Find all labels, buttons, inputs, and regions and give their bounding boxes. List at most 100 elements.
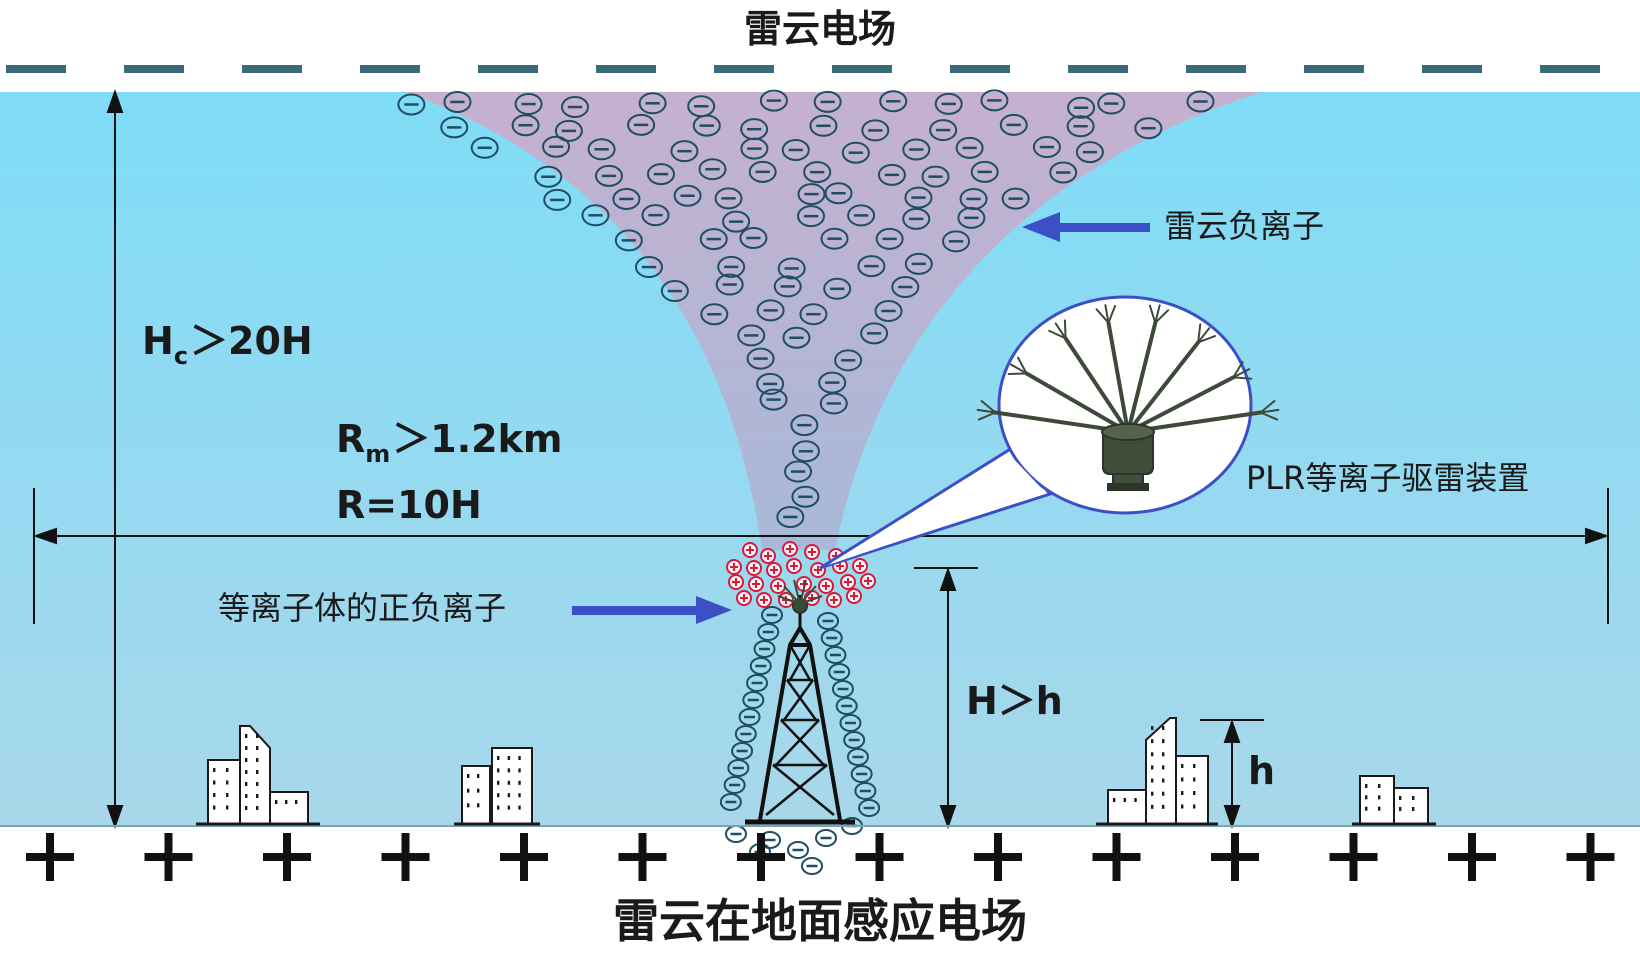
building-height-arrow bbox=[1200, 718, 1264, 830]
dash-segment bbox=[124, 65, 184, 73]
negative-ion bbox=[722, 210, 751, 233]
negative-ion bbox=[874, 299, 903, 322]
negative-ion bbox=[614, 229, 643, 252]
positive-charge-symbol bbox=[381, 833, 430, 881]
building-height-label: h bbox=[1248, 749, 1276, 793]
negative-ion bbox=[791, 440, 820, 463]
negative-ion bbox=[692, 114, 721, 137]
negative-ion bbox=[773, 275, 802, 298]
dash-segment bbox=[950, 65, 1010, 73]
negative-ion bbox=[921, 165, 950, 188]
building-icon bbox=[1359, 775, 1395, 825]
negative-ion bbox=[634, 256, 663, 279]
dash-segment bbox=[832, 65, 892, 73]
positive-charge-symbol bbox=[500, 833, 548, 881]
dash-segment bbox=[1304, 65, 1364, 73]
dash-segment bbox=[1540, 65, 1600, 73]
negative-ion bbox=[828, 663, 851, 681]
cloud-field-title: 雷云电场 bbox=[743, 7, 896, 51]
negative-ion bbox=[746, 674, 769, 692]
negative-ion bbox=[799, 303, 828, 326]
plr-device-icon bbox=[976, 304, 1280, 491]
negative-ion bbox=[698, 158, 727, 181]
negative-ion bbox=[440, 116, 469, 139]
negative-ion bbox=[560, 96, 589, 119]
negative-ion bbox=[823, 277, 852, 300]
negative-ion bbox=[813, 90, 842, 113]
negative-ion bbox=[902, 207, 931, 230]
positive-charge-symbol bbox=[1092, 833, 1141, 881]
negative-ion bbox=[646, 163, 675, 186]
negative-ion bbox=[860, 322, 889, 345]
hc-arrow bbox=[106, 88, 124, 830]
negative-ion bbox=[820, 227, 849, 250]
negative-ion bbox=[839, 714, 862, 732]
positive-ion bbox=[804, 544, 820, 560]
positive-ion bbox=[746, 560, 762, 576]
negative-ion bbox=[511, 114, 540, 137]
negative-ion bbox=[739, 227, 768, 250]
negative-ion bbox=[612, 187, 641, 210]
negative-ion bbox=[801, 857, 823, 875]
hc-sub: c bbox=[173, 342, 189, 370]
negative-ion bbox=[638, 92, 667, 115]
positive-charge-symbol bbox=[1329, 833, 1378, 881]
negative-ion bbox=[858, 799, 881, 817]
positive-charge-symbol bbox=[737, 833, 785, 881]
dash-segment bbox=[1186, 65, 1246, 73]
negative-ion bbox=[756, 299, 785, 322]
negative-ion bbox=[715, 273, 744, 296]
negative-ion bbox=[1049, 161, 1078, 184]
negative-ion bbox=[660, 280, 689, 303]
building-icon bbox=[1393, 787, 1429, 825]
hc-label: Hc＞20H bbox=[142, 322, 313, 368]
negative-ion bbox=[846, 748, 869, 766]
positive-ion bbox=[778, 592, 794, 608]
negative-ion bbox=[831, 680, 854, 698]
negative-ion bbox=[717, 255, 746, 278]
transmission-tower bbox=[745, 595, 855, 825]
r-label: R=10H bbox=[336, 483, 482, 527]
negative-ion bbox=[742, 691, 765, 709]
negative-ion bbox=[797, 183, 826, 206]
positive-ion bbox=[756, 592, 772, 608]
negative-ion bbox=[727, 759, 750, 777]
negative-ion bbox=[737, 324, 766, 347]
positive-charge-symbol bbox=[1448, 833, 1496, 881]
negative-ion bbox=[699, 228, 728, 251]
negative-ion bbox=[748, 160, 777, 183]
negative-ion bbox=[782, 326, 811, 349]
negative-ion bbox=[861, 119, 890, 142]
positive-ion bbox=[860, 573, 876, 589]
positive-ion bbox=[726, 559, 742, 575]
negative-ion bbox=[1032, 136, 1061, 159]
building-icon bbox=[1175, 755, 1209, 825]
dash-segment bbox=[242, 65, 302, 73]
dash-segment bbox=[714, 65, 774, 73]
negative-ion bbox=[581, 204, 610, 227]
building-icon bbox=[491, 747, 533, 825]
negative-ion bbox=[815, 829, 837, 847]
dash-segment bbox=[596, 65, 656, 73]
negative-ion bbox=[1067, 96, 1096, 119]
negative-ion bbox=[543, 188, 572, 211]
building-icon bbox=[461, 765, 491, 825]
negative-ion bbox=[879, 90, 908, 113]
positive-ion bbox=[818, 578, 834, 594]
building-icon bbox=[239, 725, 271, 825]
rm-rest: ＞1.2km bbox=[392, 417, 563, 461]
negative-ion bbox=[749, 657, 772, 675]
negative-ion bbox=[824, 182, 853, 205]
dash-segment bbox=[6, 65, 66, 73]
negative-ion bbox=[554, 119, 583, 142]
negative-ion bbox=[776, 505, 805, 528]
cloud-ion-pointer-arrow bbox=[1022, 212, 1150, 242]
negative-ion bbox=[514, 93, 543, 116]
city-buildings bbox=[196, 717, 1436, 826]
negative-ion bbox=[759, 89, 788, 112]
ground-positive-charges bbox=[26, 833, 1615, 881]
positive-charge-symbol bbox=[974, 833, 1022, 881]
negative-ion bbox=[443, 90, 472, 113]
negative-ion bbox=[746, 347, 775, 370]
